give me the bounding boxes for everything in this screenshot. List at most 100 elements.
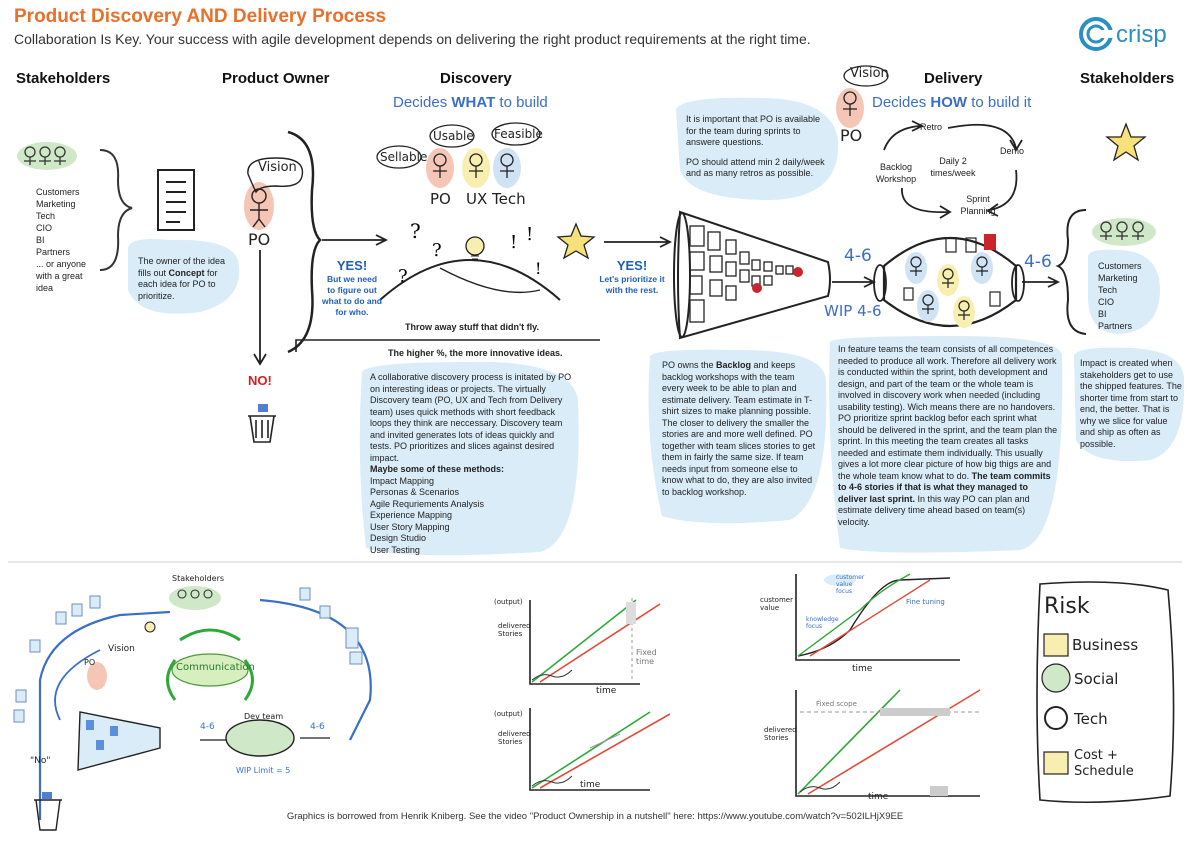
sketch-no-label: "No" bbox=[30, 756, 51, 766]
chart-fixed-scope bbox=[795, 689, 981, 797]
exclamation-icon: ! bbox=[526, 224, 533, 245]
risk-business: Business bbox=[1072, 636, 1139, 654]
chart1-ylabel: delivered Stories bbox=[498, 622, 531, 638]
chart4-ylabel: delivered Stories bbox=[764, 726, 797, 742]
concept-document-icon bbox=[157, 169, 195, 231]
stakeholders-right-bubble bbox=[1088, 249, 1160, 334]
question-mark-icon: ? bbox=[398, 266, 408, 287]
exclamation-icon: ! bbox=[535, 259, 541, 278]
sketch-po-label: PO bbox=[84, 658, 96, 667]
method-item: Agile Requriements Analysis bbox=[370, 498, 485, 509]
question-mark-icon: ? bbox=[432, 240, 442, 261]
sprint-planning-label: Sprint Planning bbox=[960, 194, 996, 216]
crisp-logo: crisp bbox=[1079, 17, 1167, 51]
stakeholders-brace bbox=[99, 149, 133, 271]
list-item: Partners bbox=[36, 247, 71, 257]
discovery-paragraph: A collaborative discovery process is ini… bbox=[370, 372, 572, 463]
stakeholders-right-list: Customers Marketing Tech CIO BI Partners bbox=[1098, 260, 1168, 332]
impact-note: Impact is created when stakeholders get … bbox=[1080, 358, 1182, 449]
chart3-xlabel: time bbox=[852, 664, 873, 674]
exclamation-icon: ! bbox=[510, 232, 517, 253]
method-item: User Story Mapping bbox=[370, 521, 450, 532]
page-subtitle: Collaboration Is Key. Your success with … bbox=[14, 31, 811, 47]
chart3-ylabel: customer value bbox=[760, 596, 793, 612]
risk-social: Social bbox=[1074, 670, 1119, 688]
vision-label: Vision bbox=[258, 160, 297, 175]
sketch-wip-limit-label: WIP Limit = 5 bbox=[236, 766, 291, 775]
delivery-cycle bbox=[883, 120, 1023, 219]
method-item: Experience Mapping bbox=[370, 510, 453, 520]
list-item: idea bbox=[36, 283, 54, 293]
backlog-workshop-label: Backlog Workshop bbox=[875, 162, 917, 184]
label-feasible: Feasible bbox=[494, 127, 543, 141]
list-item: with a great bbox=[36, 271, 83, 281]
stakeholders-left-list: Customers Marketing Tech CIO BI Partners… bbox=[36, 186, 116, 294]
delivery-vision-label: Vision bbox=[850, 66, 889, 81]
discovery-team bbox=[376, 122, 541, 188]
chart1-xlabel: time bbox=[596, 686, 617, 696]
chart2-xlabel: time bbox=[580, 780, 601, 790]
wip-out-label: 4-6 bbox=[1024, 252, 1052, 272]
backlog-funnel bbox=[673, 210, 831, 340]
sketch-stakeholders-label: Stakeholders bbox=[172, 574, 225, 583]
column-product-owner: Product Owner bbox=[222, 70, 330, 87]
list-item: Partners bbox=[1098, 321, 1133, 331]
overview-sketch bbox=[13, 586, 372, 831]
stakeholders-left-group bbox=[17, 142, 77, 170]
wip-in-label: 4-6 bbox=[844, 246, 872, 266]
list-item: Marketing bbox=[36, 199, 76, 209]
po-label: PO bbox=[248, 230, 271, 249]
yes-label-1: YES! bbox=[336, 258, 368, 273]
chart3-fine-tuning-label: Fine tuning bbox=[906, 598, 945, 606]
chart3-value-focus-label: customer value focus bbox=[836, 574, 865, 595]
no-arrow bbox=[253, 250, 267, 366]
chart-scope bbox=[529, 708, 671, 791]
question-mark-icon: ? bbox=[410, 219, 421, 243]
logo-text: crisp bbox=[1116, 21, 1167, 48]
note-paragraph: PO should attend min 2 daily/week and as… bbox=[686, 156, 825, 179]
label-sellable: Sellable bbox=[380, 150, 428, 164]
list-item: ... or anyone bbox=[36, 259, 87, 269]
label-tech: Tech bbox=[492, 190, 526, 208]
discovery-description: A collaborative discovery process is ini… bbox=[370, 372, 576, 556]
daily-label: Daily 2 times/week bbox=[930, 156, 976, 178]
discovery-curve bbox=[379, 259, 561, 301]
higher-percent-label: The higher %, the more innovative ideas. bbox=[388, 348, 563, 358]
yes-arrow-2 bbox=[604, 236, 673, 248]
method-item: User Testing bbox=[370, 544, 420, 555]
chart1-output-label: (output) bbox=[494, 598, 523, 606]
delivery-tagline: Decides HOW to build it bbox=[872, 94, 1032, 111]
star-icon bbox=[556, 222, 596, 260]
method-item: Design Studio bbox=[370, 533, 427, 543]
list-item: Customers bbox=[36, 187, 80, 197]
concept-bubble bbox=[128, 239, 240, 314]
column-stakeholders-left: Stakeholders bbox=[16, 70, 111, 87]
label-po-discovery: PO bbox=[430, 190, 451, 208]
yes-sub-2: Let's prioritize it with the rest. bbox=[599, 274, 665, 295]
throw-away-curve bbox=[439, 267, 541, 294]
note-paragraph: It is important that PO is available for… bbox=[686, 114, 821, 147]
stakeholders-right-group bbox=[1092, 218, 1156, 246]
list-item: Customers bbox=[1098, 261, 1142, 271]
no-label: NO! bbox=[248, 373, 272, 388]
wip-arrow-in bbox=[832, 276, 877, 288]
star-right-icon bbox=[1105, 122, 1147, 162]
page-title: Product Discovery AND Delivery Process bbox=[14, 6, 387, 27]
label-usable: Usable bbox=[433, 129, 474, 143]
retro-label: Retro bbox=[920, 122, 943, 132]
chart3-knowledge-label: knowledge focus bbox=[806, 616, 839, 630]
idea-bulb-icon bbox=[465, 236, 485, 260]
trash-can-icon bbox=[248, 404, 276, 443]
discovery-text-bubble bbox=[359, 361, 579, 556]
risk-panel bbox=[1036, 581, 1175, 804]
concept-note: The owner of the idea fills out Concept … bbox=[138, 256, 226, 301]
risk-title: Risk bbox=[1044, 594, 1090, 619]
chart2-ylabel: delivered Stories bbox=[498, 730, 531, 746]
list-item: Tech bbox=[36, 211, 56, 221]
wip-arrow-out bbox=[1022, 276, 1061, 288]
risk-tech: Tech bbox=[1074, 710, 1108, 728]
chart2-output-label: (output) bbox=[494, 710, 523, 718]
po-availability-note: It is important that PO is available for… bbox=[686, 114, 832, 180]
chart-customer-value bbox=[795, 573, 960, 661]
